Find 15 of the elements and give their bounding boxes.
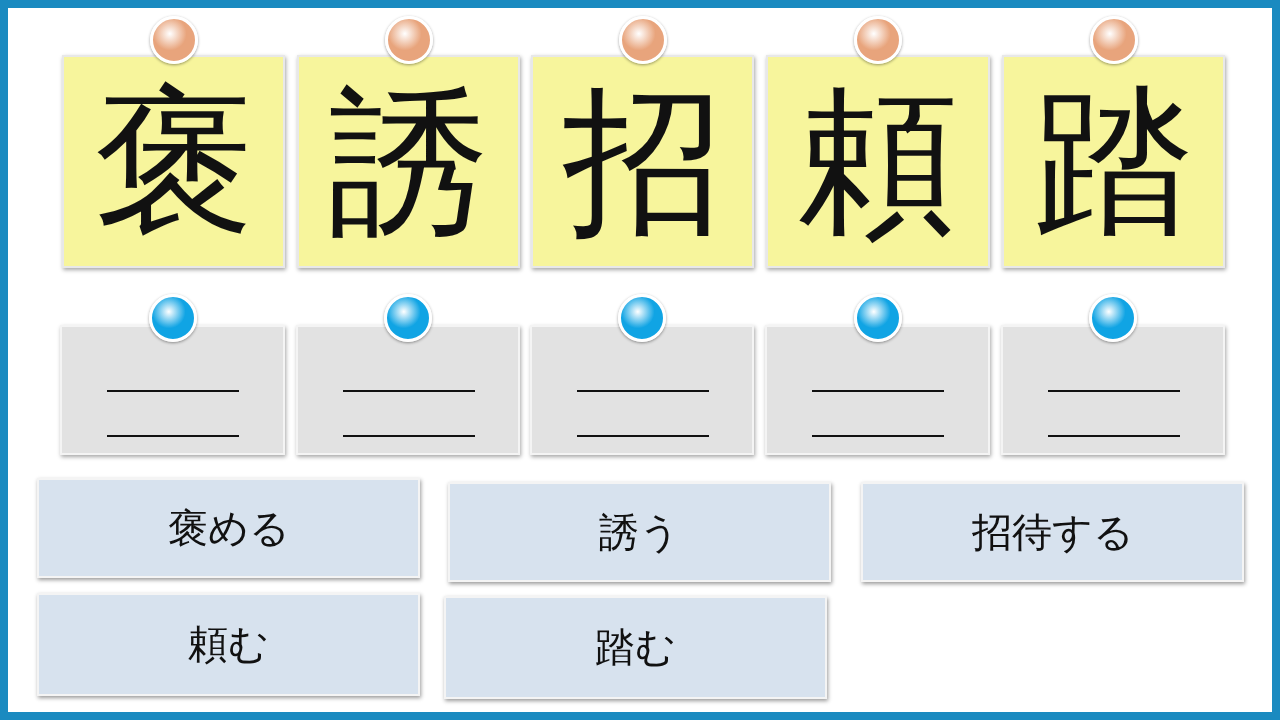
kanji-card: 招 <box>531 55 754 268</box>
answer-card <box>530 325 754 455</box>
kanji-card: 褒 <box>62 55 285 268</box>
word-card: 招待する <box>861 482 1244 582</box>
answer-card <box>1001 325 1225 455</box>
word-card: 頼む <box>37 593 420 696</box>
kanji-card: 頼 <box>766 55 990 268</box>
answer-card <box>60 325 285 455</box>
answer-card <box>296 325 520 455</box>
word-card: 褒める <box>37 478 420 578</box>
answer-card <box>765 325 990 455</box>
word-card: 誘う <box>448 482 831 582</box>
kanji-card: 踏 <box>1002 55 1225 268</box>
word-card: 踏む <box>444 596 827 699</box>
kanji-card: 誘 <box>297 55 520 268</box>
